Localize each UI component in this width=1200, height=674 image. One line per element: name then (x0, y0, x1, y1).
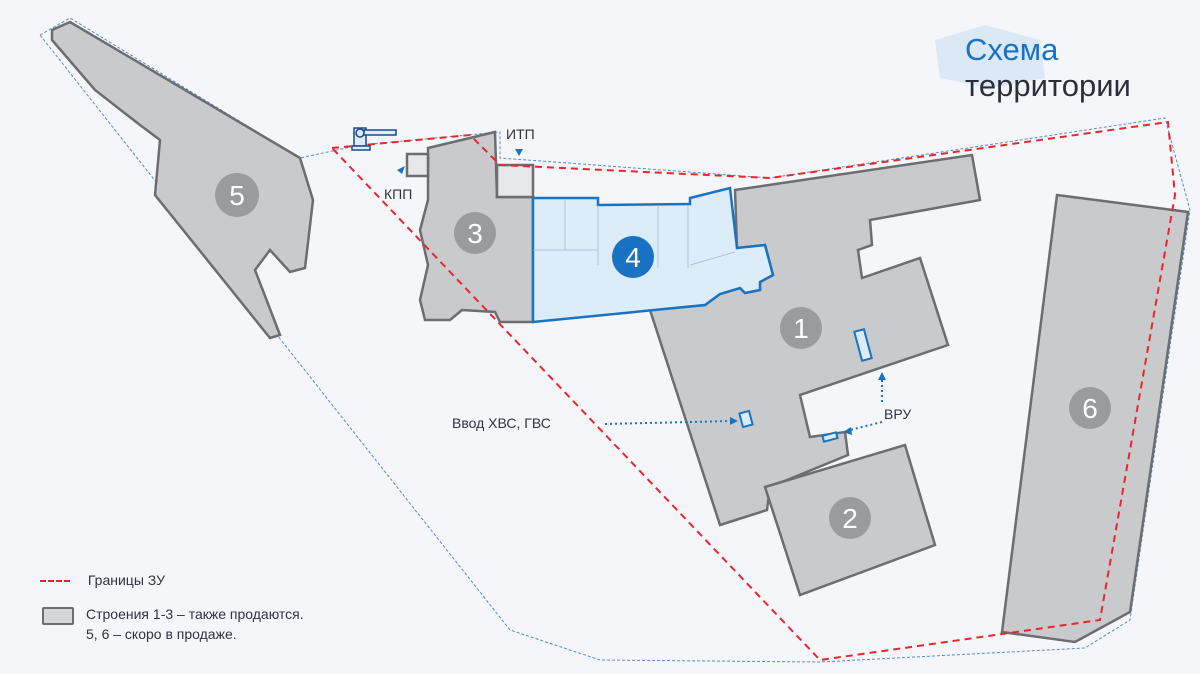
water-input-label: Ввод ХВС, ГВС (452, 415, 551, 431)
legend-buildings: Строения 1-3 – также продаются. 5, 6 – с… (40, 604, 304, 644)
building-1-number: 1 (793, 313, 809, 344)
annotation-arrows (604, 380, 883, 431)
kpp-box (405, 152, 430, 178)
building-4-number: 4 (625, 242, 641, 273)
arrowheads (397, 149, 886, 435)
building-3-number: 3 (467, 218, 483, 249)
barrier-icon (351, 127, 397, 151)
legend-buildings-line-2: 5, 6 – скоро в продаже. (86, 626, 237, 642)
outer-boundary (39, 17, 1191, 663)
legend-buildings-line-1: Строения 1-3 – также продаются. (86, 606, 304, 622)
building-5[interactable]: 5 (50, 20, 315, 340)
building-2[interactable]: 2 (763, 443, 937, 597)
building-6[interactable]: 6 (1000, 193, 1190, 644)
building-swatch (42, 607, 74, 625)
itp-label: ИТП (506, 126, 535, 142)
title-background-shape (935, 25, 1045, 88)
building-2-number: 2 (842, 503, 858, 534)
legend-boundary-text: Границы ЗУ (87, 572, 165, 588)
title-line-2: территории (965, 68, 1131, 103)
building-3[interactable]: 3 (405, 130, 535, 324)
building-6-number: 6 (1082, 393, 1098, 424)
map-title: Схема территории (965, 32, 1131, 104)
vru-label: ВРУ (884, 406, 912, 422)
land-plot-boundary (331, 120, 1177, 662)
kpp-label: КПП (384, 186, 413, 202)
legend-boundary: Границы ЗУ (40, 570, 165, 590)
itp-box (495, 163, 535, 199)
building-5-number: 5 (229, 180, 245, 211)
title-line-1: Схема (965, 32, 1059, 67)
boundary-swatch (40, 580, 70, 583)
building-4[interactable]: 4 (531, 186, 775, 324)
